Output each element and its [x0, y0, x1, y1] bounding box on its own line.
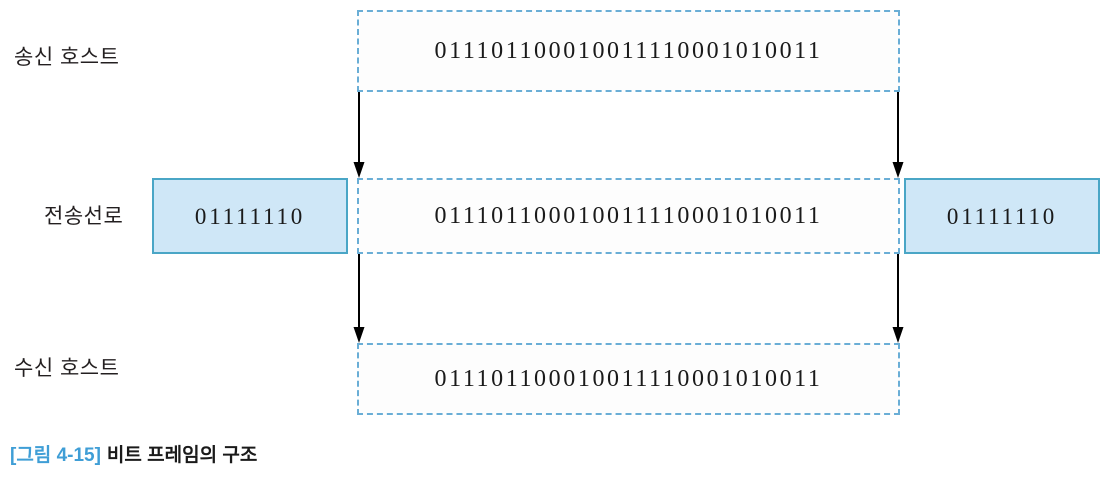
- arrow-down-icon-send-right: [892, 92, 904, 178]
- bit-sequence-transmission-line: 011101100010011110001010011: [434, 203, 823, 229]
- figure-caption-text: 비트 프레임의 구조: [106, 445, 258, 466]
- figure-caption: [그림 4-15]비트 프레임의 구조: [10, 446, 257, 465]
- payload-box-sending-host: 011101100010011110001010011: [357, 10, 900, 92]
- flag-bits-right: 01111110: [946, 203, 1058, 229]
- row-label-sending-host: 송신 호스트: [14, 46, 120, 69]
- figure-caption-tag: [그림 4-15]: [10, 445, 101, 466]
- arrow-down-icon-recv-left: [353, 254, 365, 343]
- flag-bits-left: 01111110: [194, 203, 306, 229]
- flag-box-left: 01111110: [152, 178, 348, 254]
- row-label-receiving-host: 수신 호스트: [14, 357, 120, 380]
- bit-sequence-sending-host: 011101100010011110001010011: [434, 38, 823, 64]
- payload-box-transmission-line: 011101100010011110001010011: [357, 178, 900, 254]
- arrow-down-icon-send-left: [353, 92, 365, 178]
- row-label-transmission-line: 전송선로: [44, 205, 124, 228]
- arrow-down-icon-recv-right: [892, 254, 904, 343]
- flag-box-right: 01111110: [904, 178, 1100, 254]
- payload-box-receiving-host: 011101100010011110001010011: [357, 343, 900, 415]
- bit-sequence-receiving-host: 011101100010011110001010011: [434, 366, 823, 392]
